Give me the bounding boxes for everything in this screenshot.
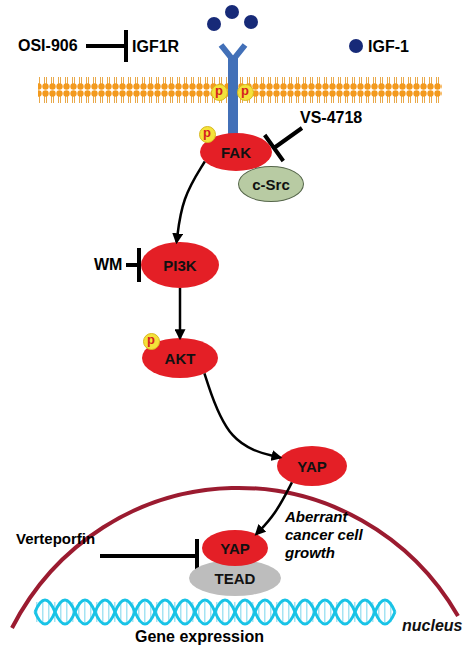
- activation-arrow: [204, 373, 280, 457]
- inhibitor-bar: [86, 30, 126, 62]
- drug-label: VS-4718: [300, 108, 362, 127]
- dna-strand: [35, 600, 395, 624]
- protein-label: TEAD: [215, 571, 256, 586]
- protein-ellipse: YAP: [202, 530, 268, 566]
- nuclear-envelope: [12, 488, 458, 628]
- nucleus-region: nucleus YAP TEAD: [0, 480, 469, 648]
- outcome-note: Aberrant cancer cell growth: [285, 508, 375, 562]
- ligand-dot: [225, 5, 239, 19]
- phospho-circle: p: [237, 84, 254, 101]
- ligand-dot: [244, 15, 258, 29]
- drug-label: Verteporfin: [16, 530, 95, 548]
- protein-label: YAP: [297, 459, 326, 474]
- drug-label: WM: [94, 255, 122, 274]
- protein-label: AKT: [165, 351, 196, 366]
- ligand-label: IGF-1: [368, 37, 409, 56]
- inhibitor-bar: [126, 248, 139, 282]
- phospho-circle: p: [211, 84, 228, 101]
- phospho-circle: p: [143, 333, 160, 350]
- phospho-label: p: [215, 84, 223, 100]
- protein-ellipse: YAP: [277, 446, 347, 486]
- receptor-stalk: [228, 56, 238, 138]
- ligand-dots: [207, 5, 363, 53]
- activation-arrow: [256, 482, 292, 534]
- protein-label: PI3K: [163, 258, 196, 273]
- protein-label: YAP: [220, 541, 249, 556]
- receptor-label: IGF1R: [132, 37, 179, 56]
- protein-ellipse: PI3K: [141, 242, 219, 288]
- phospho-circle: p: [199, 126, 216, 143]
- phospho-label: p: [241, 84, 249, 100]
- activation-arrow: [177, 162, 205, 243]
- cell-membrane: [38, 76, 442, 106]
- ligand-dot: [207, 17, 221, 31]
- protein-ellipse: c-Src: [238, 166, 304, 202]
- process-label: Gene expression: [135, 627, 264, 646]
- drug-label: OSI-906: [18, 36, 78, 55]
- protein-label: c-Src: [252, 177, 290, 192]
- receptor-arms: [221, 45, 245, 60]
- dna-strand: [35, 600, 395, 624]
- inhibitor-bar: [100, 539, 197, 573]
- ligand-dot: [349, 39, 363, 53]
- phospho-label: p: [147, 333, 155, 349]
- region-label: nucleus: [402, 618, 462, 634]
- phospho-label: p: [203, 126, 211, 142]
- activation-arrow: [179, 288, 182, 338]
- protein-label: FAK: [221, 145, 251, 160]
